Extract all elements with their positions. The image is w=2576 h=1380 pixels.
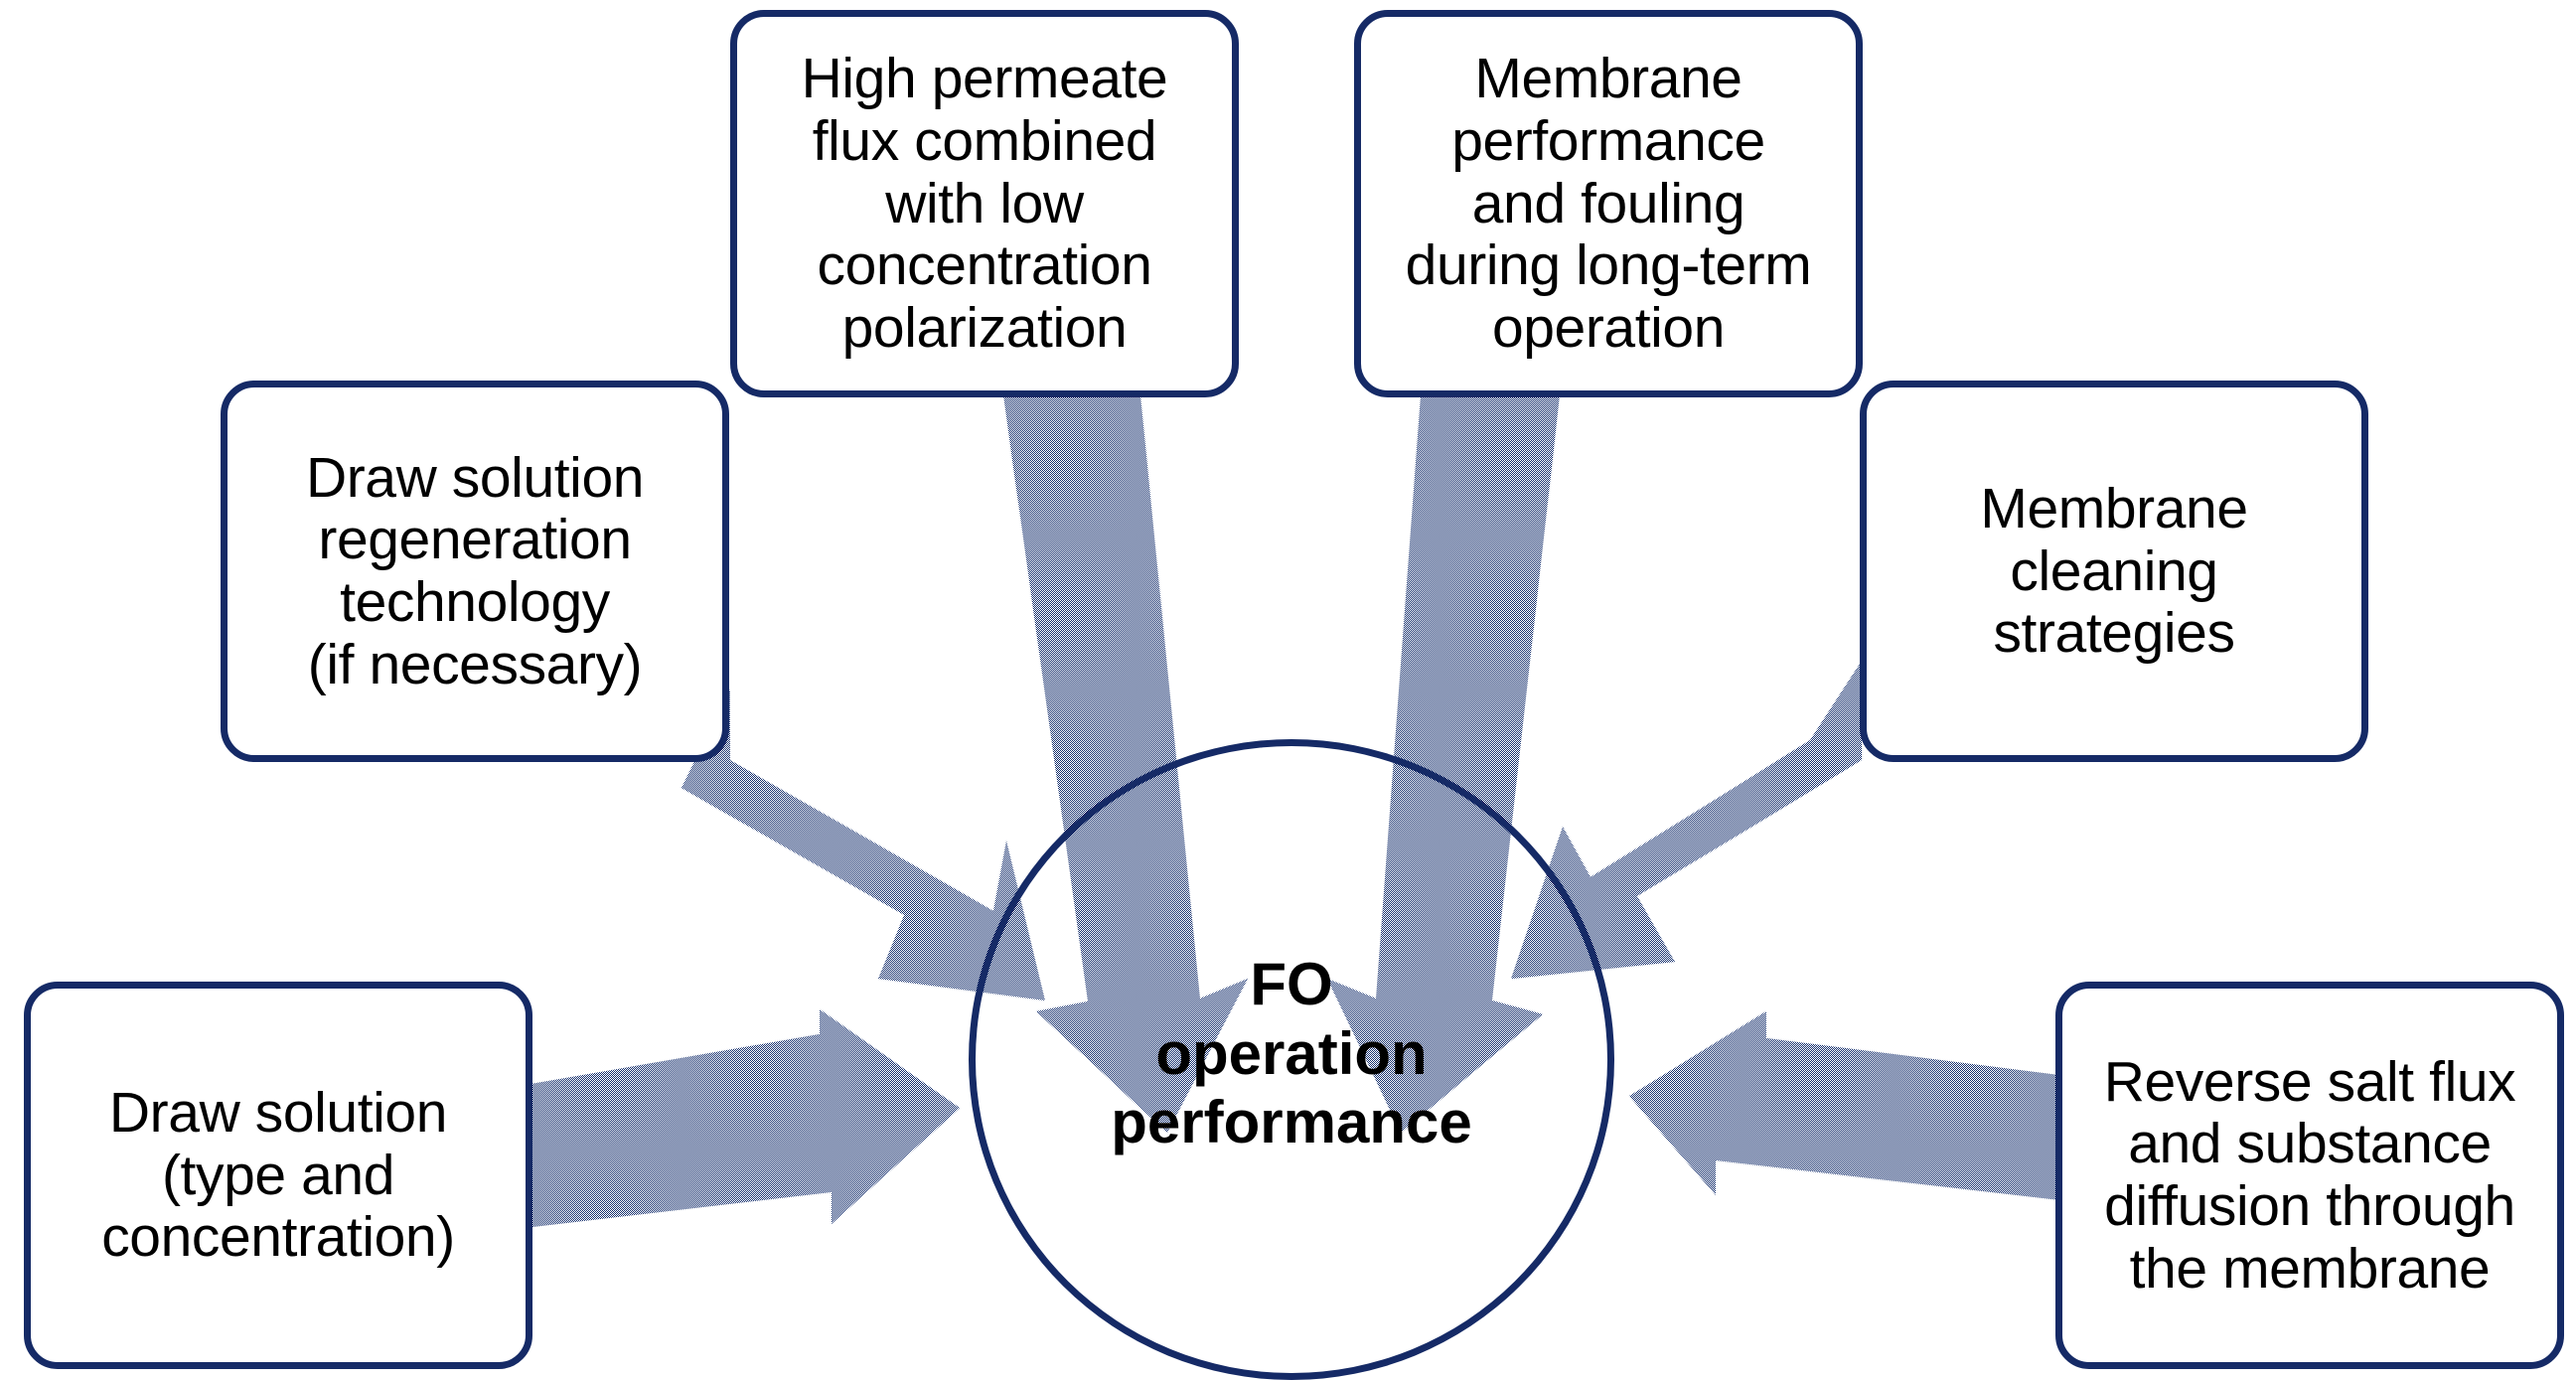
node-membrane-cleaning-strategies[interactable]: Membrane cleaning strategies [1860, 381, 2368, 762]
arrow-membrane-cleaning-strategies [1511, 661, 1862, 979]
node-label-high-permeate-flux: High permeate flux combined with low con… [801, 47, 1168, 361]
node-label-draw-solution-type-concentration: Draw solution (type and concentration) [101, 1080, 455, 1270]
node-label-membrane-performance-fouling: Membrane performance and fouling during … [1405, 47, 1812, 361]
node-membrane-performance-fouling[interactable]: Membrane performance and fouling during … [1354, 10, 1863, 397]
node-label-membrane-cleaning-strategies: Membrane cleaning strategies [1980, 476, 2248, 666]
hub-circle-fo-operation-performance[interactable]: FO operation performance [969, 739, 1614, 1380]
node-draw-solution-type-concentration[interactable]: Draw solution (type and concentration) [24, 982, 532, 1369]
node-high-permeate-flux[interactable]: High permeate flux combined with low con… [730, 10, 1239, 397]
hub-label: FO operation performance [1111, 951, 1472, 1156]
arrow-reverse-salt-flux [1629, 1011, 2059, 1200]
arrow-draw-solution-type-concentration [525, 1009, 960, 1228]
node-reverse-salt-flux[interactable]: Reverse salt flux and substance diffusio… [2055, 982, 2564, 1369]
arrow-draw-solution-regeneration [682, 690, 1045, 1000]
node-label-reverse-salt-flux: Reverse salt flux and substance diffusio… [2103, 1049, 2516, 1301]
node-label-draw-solution-regeneration: Draw solution regeneration technology (i… [305, 445, 645, 696]
node-draw-solution-regeneration[interactable]: Draw solution regeneration technology (i… [221, 381, 729, 762]
